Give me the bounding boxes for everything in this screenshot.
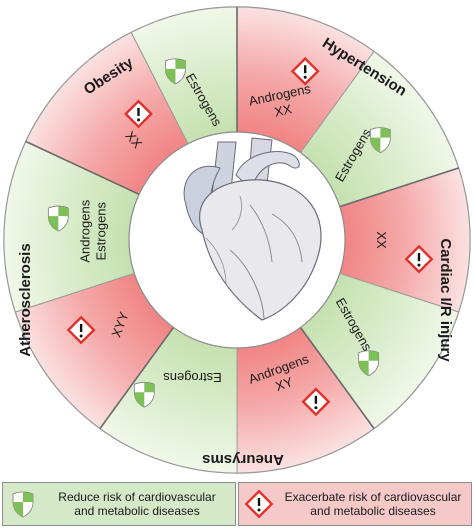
segment-divider xyxy=(99,326,175,429)
shield-icon xyxy=(3,484,43,524)
segment-divider xyxy=(299,326,375,429)
warning-diamond-icon xyxy=(404,244,434,274)
legend-reduce-risk: Reduce risk of cardiovascular and metabo… xyxy=(2,482,236,526)
shield-icon xyxy=(47,205,69,232)
cardiac-i-r-injury-exacerbate-label: XX xyxy=(374,231,389,249)
warning-diamond-icon xyxy=(66,315,96,345)
shield-icon xyxy=(369,127,391,154)
segment-title-atherosclerosis: Atherosclerosis xyxy=(17,243,34,356)
legend-reduce-risk-label: Reduce risk of cardiovascular and metabo… xyxy=(58,490,216,518)
segment-divider xyxy=(339,167,459,208)
atherosclerosis-reduce-label: AndrogensEstrogens xyxy=(77,199,108,262)
shield-icon xyxy=(133,381,155,408)
warning-diamond-icon xyxy=(239,484,279,524)
warning-diamond-icon xyxy=(290,56,320,86)
shield-icon xyxy=(358,350,380,377)
segment-divider xyxy=(25,140,140,196)
segment-title-cardiac-i-r-injury: Cardiac I/R injury xyxy=(437,238,454,362)
aneurysms-reduce-label: Estrogens xyxy=(163,370,222,385)
heart-illustration xyxy=(183,137,322,321)
shield-icon xyxy=(165,58,186,85)
warning-diamond-icon xyxy=(124,99,153,129)
legend-exacerbate-risk: Exacerbate risk of cardiovascular and me… xyxy=(238,482,472,526)
segment-title-aneurysms: Aneurysms xyxy=(202,451,284,468)
legend-exacerbate-risk-label: Exacerbate risk of cardiovascular and me… xyxy=(284,490,462,518)
warning-diamond-icon xyxy=(301,387,331,417)
